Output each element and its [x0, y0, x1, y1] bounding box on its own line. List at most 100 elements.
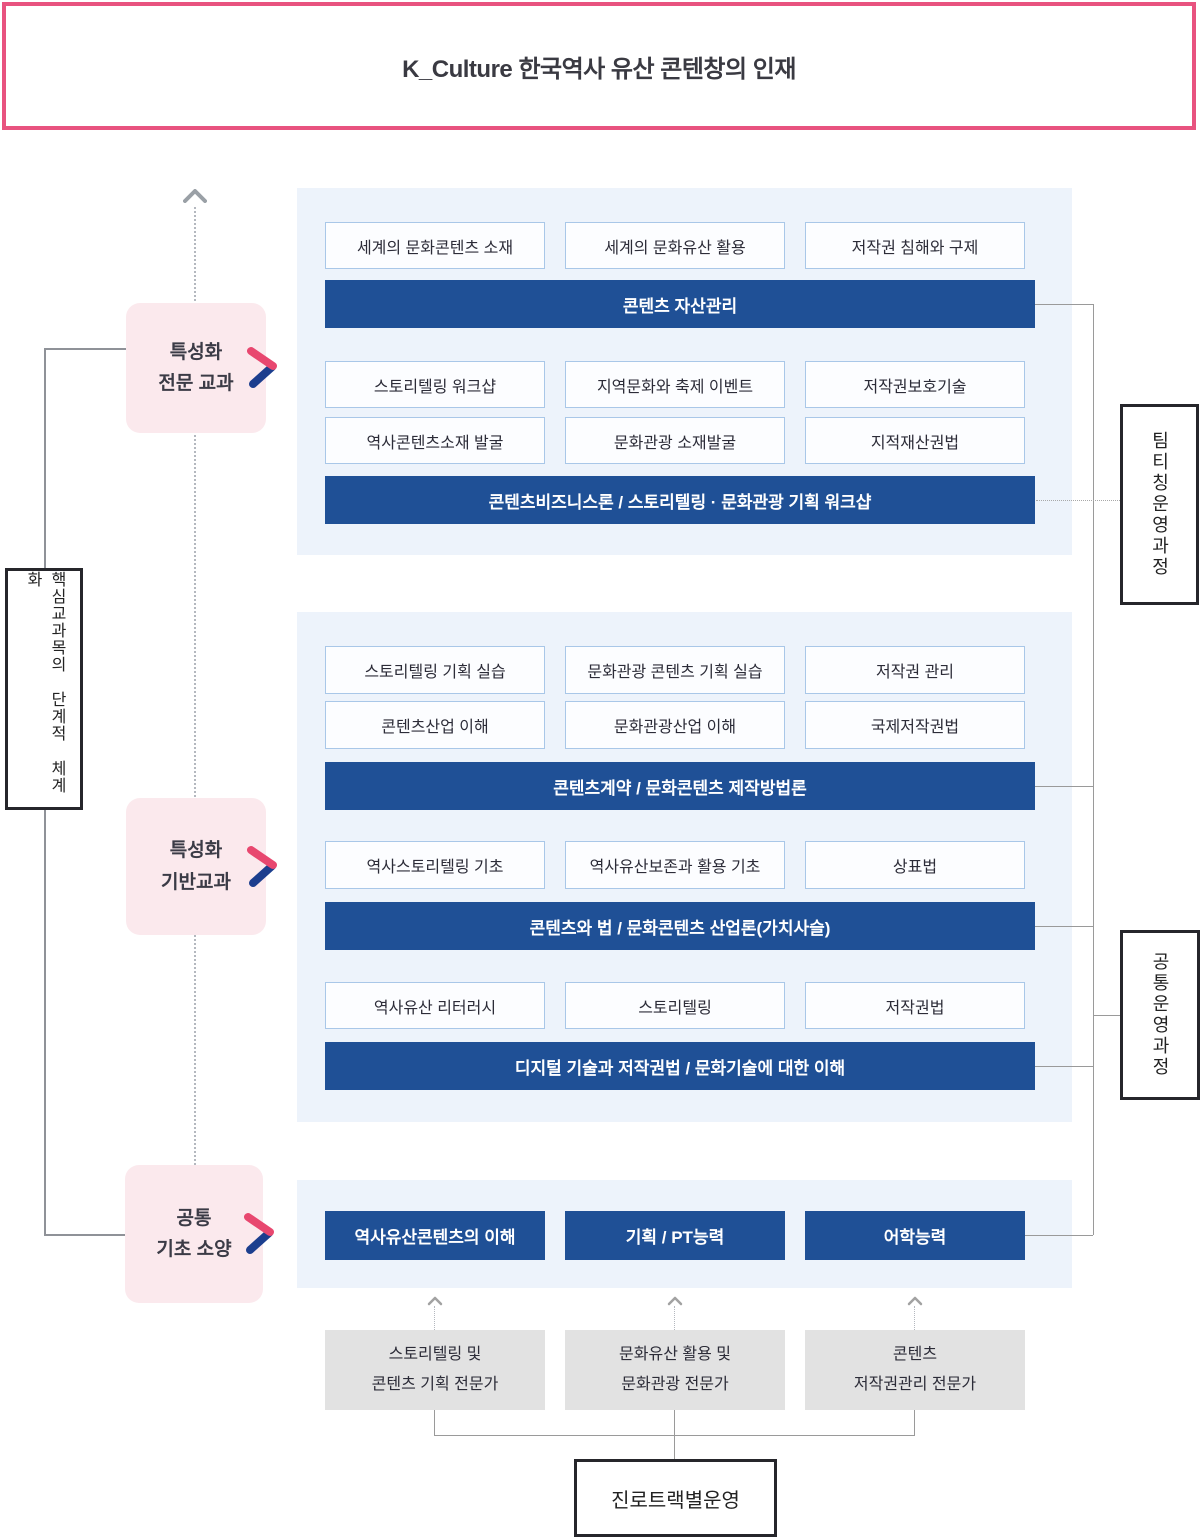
course-box: 역사스토리텔링 기초	[325, 841, 545, 889]
arrow-up-icon	[183, 189, 207, 203]
career-operation-box: 진로트랙별운영	[574, 1459, 777, 1537]
right-stub-core5	[1035, 1066, 1093, 1067]
course-label: 스토리텔링 워크샵	[373, 378, 497, 396]
category-advanced: 특성화 전문 교과	[126, 303, 277, 433]
course-label: 세계의 문화콘텐츠 소재	[356, 239, 514, 257]
competency-label: 역사유산콘텐츠의 이해	[354, 1228, 516, 1247]
arrow-up-icon	[667, 1296, 683, 1306]
left-axis-label: 핵심교과목의 단계적 체계화	[24, 571, 65, 794]
career-track-line2: 저작권관리 전문가	[853, 1376, 977, 1393]
course-box: 저작권보호기술	[805, 361, 1025, 408]
team-teaching-box: 팀티칭운영과정	[1120, 404, 1199, 605]
chevron-right-icon	[247, 845, 277, 887]
course-label: 문화관광 소재발굴	[613, 434, 737, 452]
arrow-up-icon	[907, 1296, 923, 1306]
category-spine-dotted-line	[194, 207, 196, 1165]
competency-label: 기획 / PT능력	[625, 1228, 725, 1247]
left-connector-bottom-vertical	[44, 810, 46, 1234]
career-operation-label: 진로트랙별운영	[611, 1489, 740, 1512]
course-box: 역사유산 리터러시	[325, 982, 545, 1029]
course-box: 문화관광 소재발굴	[565, 417, 785, 464]
course-box: 역사콘텐츠소재 발굴	[325, 417, 545, 464]
category-foundation: 특성화 기반교과	[126, 798, 277, 935]
right-stub-common-box	[1093, 1015, 1120, 1016]
competency-box: 기획 / PT능력	[565, 1211, 785, 1260]
competency-box: 역사유산콘텐츠의 이해	[325, 1211, 545, 1260]
merge-connector	[674, 1410, 675, 1459]
chevron-right-icon	[244, 1213, 274, 1254]
core-course-label: 콘텐츠와 법 / 문화콘텐츠 산업론(가치사슬)	[529, 918, 831, 938]
category-basic-line1: 공통	[176, 1207, 212, 1229]
right-stub-core1	[1035, 304, 1093, 305]
category-foundation-line1: 특성화	[169, 840, 223, 862]
course-box: 세계의 문화콘텐츠 소재	[325, 222, 545, 269]
category-basic: 공통 기초 소양	[125, 1165, 274, 1303]
course-box: 저작권 침해와 구제	[805, 222, 1025, 269]
competency-label: 어학능력	[883, 1228, 947, 1247]
course-box: 국제저작권법	[805, 701, 1025, 749]
career-track-line2: 콘텐츠 기획 전문가	[371, 1376, 499, 1393]
course-box: 저작권법	[805, 982, 1025, 1029]
course-label: 문화관광산업 이해	[613, 719, 737, 736]
course-label: 역사유산보존과 활용 기초	[589, 859, 761, 876]
left-connector-bottom-horizontal	[44, 1234, 125, 1236]
core-course-label: 디지털 기술과 저작권법 / 문화기술에 대한 이해	[514, 1058, 846, 1078]
career-track-box: 콘텐츠 저작권관리 전문가	[805, 1330, 1025, 1410]
left-axis-label-box: 핵심교과목의 단계적 체계화	[5, 568, 83, 810]
course-box: 지적재산권법	[805, 417, 1025, 464]
course-label: 국제저작권법	[870, 719, 960, 736]
course-box: 스토리텔링 워크샵	[325, 361, 545, 408]
core-course-banner: 디지털 기술과 저작권법 / 문화기술에 대한 이해	[325, 1042, 1035, 1090]
course-box: 저작권 관리	[805, 646, 1025, 694]
course-label: 스토리텔링 기획 실습	[364, 664, 506, 681]
right-stub-bottom	[1025, 1235, 1093, 1236]
common-operation-label: 공통운영과정	[1150, 952, 1170, 1078]
course-label: 역사유산 리터러시	[373, 999, 497, 1017]
core-course-banner: 콘텐츠비즈니스론 / 스토리텔링 · 문화관광 기획 워크샵	[325, 476, 1035, 524]
right-stub-core3	[1035, 786, 1093, 787]
course-label: 상표법	[892, 859, 938, 876]
right-stub-core2-dotted	[1036, 500, 1120, 501]
course-label: 저작권보호기술	[863, 378, 967, 396]
right-connector-vertical	[1093, 304, 1094, 1235]
course-label: 콘텐츠산업 이해	[381, 719, 489, 736]
course-label: 스토리텔링	[638, 999, 712, 1017]
course-box: 스토리텔링	[565, 982, 785, 1029]
career-track-line1: 콘텐츠	[892, 1345, 938, 1363]
course-box: 문화관광산업 이해	[565, 701, 785, 749]
page-title: K_Culture 한국역사 유산 콘텐창의 인재	[402, 55, 796, 83]
core-course-banner: 콘텐츠 자산관리	[325, 280, 1035, 328]
course-label: 저작권 침해와 구제	[851, 239, 979, 257]
course-box: 스토리텔링 기획 실습	[325, 646, 545, 694]
arrow-up-icon	[427, 1296, 443, 1306]
course-box: 지역문화와 축제 이벤트	[565, 361, 785, 408]
header: K_Culture 한국역사 유산 콘텐창의 인재	[2, 2, 1196, 130]
merge-connector	[434, 1410, 435, 1436]
category-advanced-line1: 특성화	[169, 341, 223, 363]
career-track-box: 스토리텔링 및 콘텐츠 기획 전문가	[325, 1330, 545, 1410]
category-advanced-line2: 전문 교과	[158, 373, 234, 394]
core-course-banner: 콘텐츠와 법 / 문화콘텐츠 산업론(가치사슬)	[325, 902, 1035, 950]
right-stub-core4	[1035, 926, 1093, 927]
career-track-line2: 문화관광 전문가	[621, 1376, 729, 1393]
career-track-box: 문화유산 활용 및 문화관광 전문가	[565, 1330, 785, 1410]
core-course-label: 콘텐츠계약 / 문화콘텐츠 제작방법론	[553, 778, 807, 798]
course-box: 문화관광 콘텐츠 기획 실습	[565, 646, 785, 694]
common-operation-box: 공통운영과정	[1120, 930, 1200, 1100]
chevron-right-icon	[247, 347, 277, 388]
course-label: 저작권 관리	[875, 664, 955, 681]
course-label: 저작권법	[885, 999, 945, 1017]
course-label: 지적재산권법	[870, 434, 960, 452]
course-label: 세계의 문화유산 활용	[604, 239, 746, 257]
merge-connector	[914, 1410, 915, 1436]
career-dotted-line	[434, 1306, 435, 1330]
core-course-label: 콘텐츠 자산관리	[622, 296, 738, 316]
course-label: 지역문화와 축제 이벤트	[596, 378, 754, 396]
team-teaching-label: 팀티칭운영과정	[1149, 431, 1170, 578]
course-label: 문화관광 콘텐츠 기획 실습	[587, 664, 763, 681]
left-connector-top-horizontal	[44, 348, 126, 350]
left-connector-top-vertical	[44, 348, 46, 568]
competency-box: 어학능력	[805, 1211, 1025, 1260]
career-track-line1: 문화유산 활용 및	[619, 1345, 731, 1363]
